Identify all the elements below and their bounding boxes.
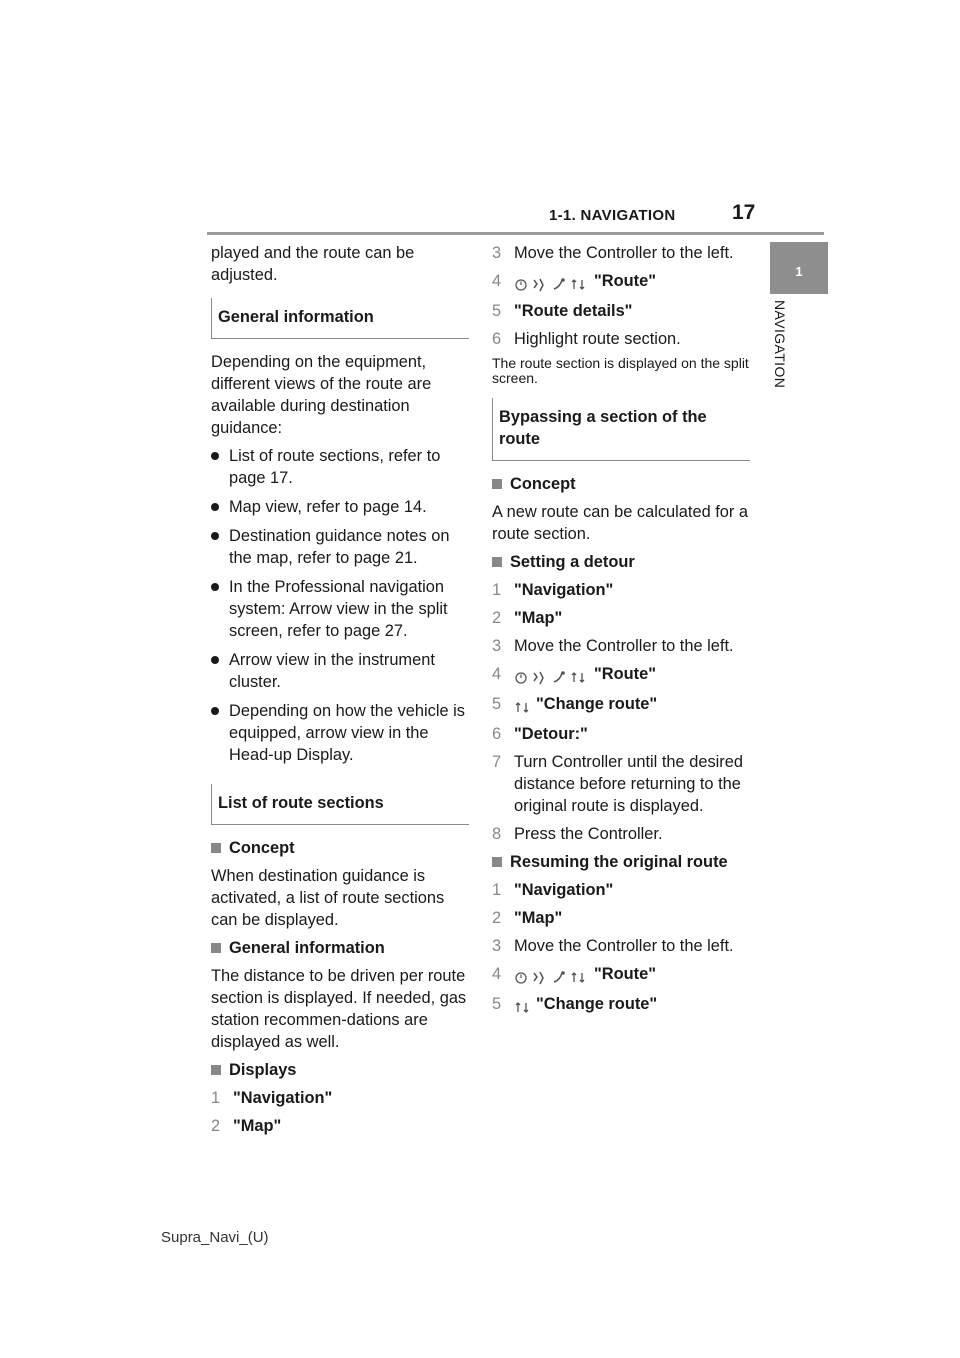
left-column: played and the route can be adjusted. Ge… xyxy=(211,242,469,1143)
route-icons xyxy=(514,665,590,687)
step-item: 5"Change route" xyxy=(492,693,750,717)
step-item: 2"Map" xyxy=(492,909,563,927)
subheading-concept: Concept xyxy=(211,837,469,859)
bullet-item: Depending on how the vehicle is equipped… xyxy=(211,700,469,766)
section-heading-bypassing: Bypassing a section of the route xyxy=(492,398,750,461)
step-item: 4"Route" xyxy=(492,963,750,987)
step-item: 4"Route" xyxy=(492,663,750,687)
square-bullet-icon xyxy=(492,479,502,489)
bullet-item: Map view, refer to page 14. xyxy=(211,496,469,518)
square-bullet-icon xyxy=(211,843,221,853)
bullet-item: Destination guidance notes on the map, r… xyxy=(211,525,469,569)
section-heading-general-information: General information xyxy=(211,298,469,339)
step-item: 1"Navigation" xyxy=(492,881,614,899)
bullet-icon xyxy=(211,656,219,664)
bullet-icon xyxy=(211,452,219,460)
bullet-icon xyxy=(211,707,219,715)
route-icons xyxy=(514,272,590,294)
step-item: 2"Map" xyxy=(211,1117,282,1135)
bullet-icon xyxy=(211,503,219,511)
route-icons xyxy=(514,965,590,987)
bullet-item: List of route sections, refer to page 17… xyxy=(211,445,469,489)
step-item: 1"Navigation" xyxy=(492,581,614,599)
chapter-side-label: NAVIGATION xyxy=(770,300,798,430)
square-bullet-icon xyxy=(211,943,221,953)
step-item: 2"Map" xyxy=(492,609,563,627)
route-icon-strip xyxy=(515,670,585,685)
subheading-resuming-route: Resuming the original route xyxy=(492,851,750,873)
chapter-side-label-text: NAVIGATION xyxy=(772,300,788,389)
chapter-tab: 1 xyxy=(770,242,828,294)
page-number: 17 xyxy=(732,201,756,224)
header-rule xyxy=(207,232,824,235)
paragraph: The distance to be driven per route sect… xyxy=(211,967,467,1051)
bullet-item: In the Professional navigation system: A… xyxy=(211,576,469,642)
note-text: The route section is displayed on the sp… xyxy=(492,355,749,386)
step-item: 5"Route details" xyxy=(492,302,633,320)
step-item: 5"Change route" xyxy=(492,993,750,1017)
subheading-displays: Displays xyxy=(211,1059,469,1081)
step-item: 1"Navigation" xyxy=(211,1089,333,1107)
step-item: 6"Detour:" xyxy=(492,725,588,743)
paragraph: Depending on the equipment, different vi… xyxy=(211,353,432,437)
square-bullet-icon xyxy=(492,857,502,867)
subheading-setting-detour: Setting a detour xyxy=(492,551,750,573)
intro-text: played and the route can be adjusted. xyxy=(211,244,415,284)
bullet-item: Arrow view in the instrument cluster. xyxy=(211,649,469,693)
subheading-general-information: General information xyxy=(211,937,469,959)
subheading-concept: Concept xyxy=(492,473,750,495)
square-bullet-icon xyxy=(492,557,502,567)
section-heading-list-of-route-sections: List of route sections xyxy=(211,784,469,825)
change-route-icon xyxy=(514,995,532,1017)
step-item: 4"Route" xyxy=(492,270,750,294)
route-icon-strip xyxy=(515,970,585,985)
footer-text: Supra_Navi_(U) xyxy=(161,1229,269,1246)
square-bullet-icon xyxy=(211,1065,221,1075)
route-icon-strip xyxy=(515,277,585,292)
change-route-icon xyxy=(514,695,532,717)
bullet-icon xyxy=(211,532,219,540)
header-title: 1-1. NAVIGATION xyxy=(549,207,676,224)
paragraph: A new route can be calculated for a rout… xyxy=(492,503,749,543)
paragraph: When destination guidance is activated, … xyxy=(211,867,445,929)
bullet-icon xyxy=(211,583,219,591)
